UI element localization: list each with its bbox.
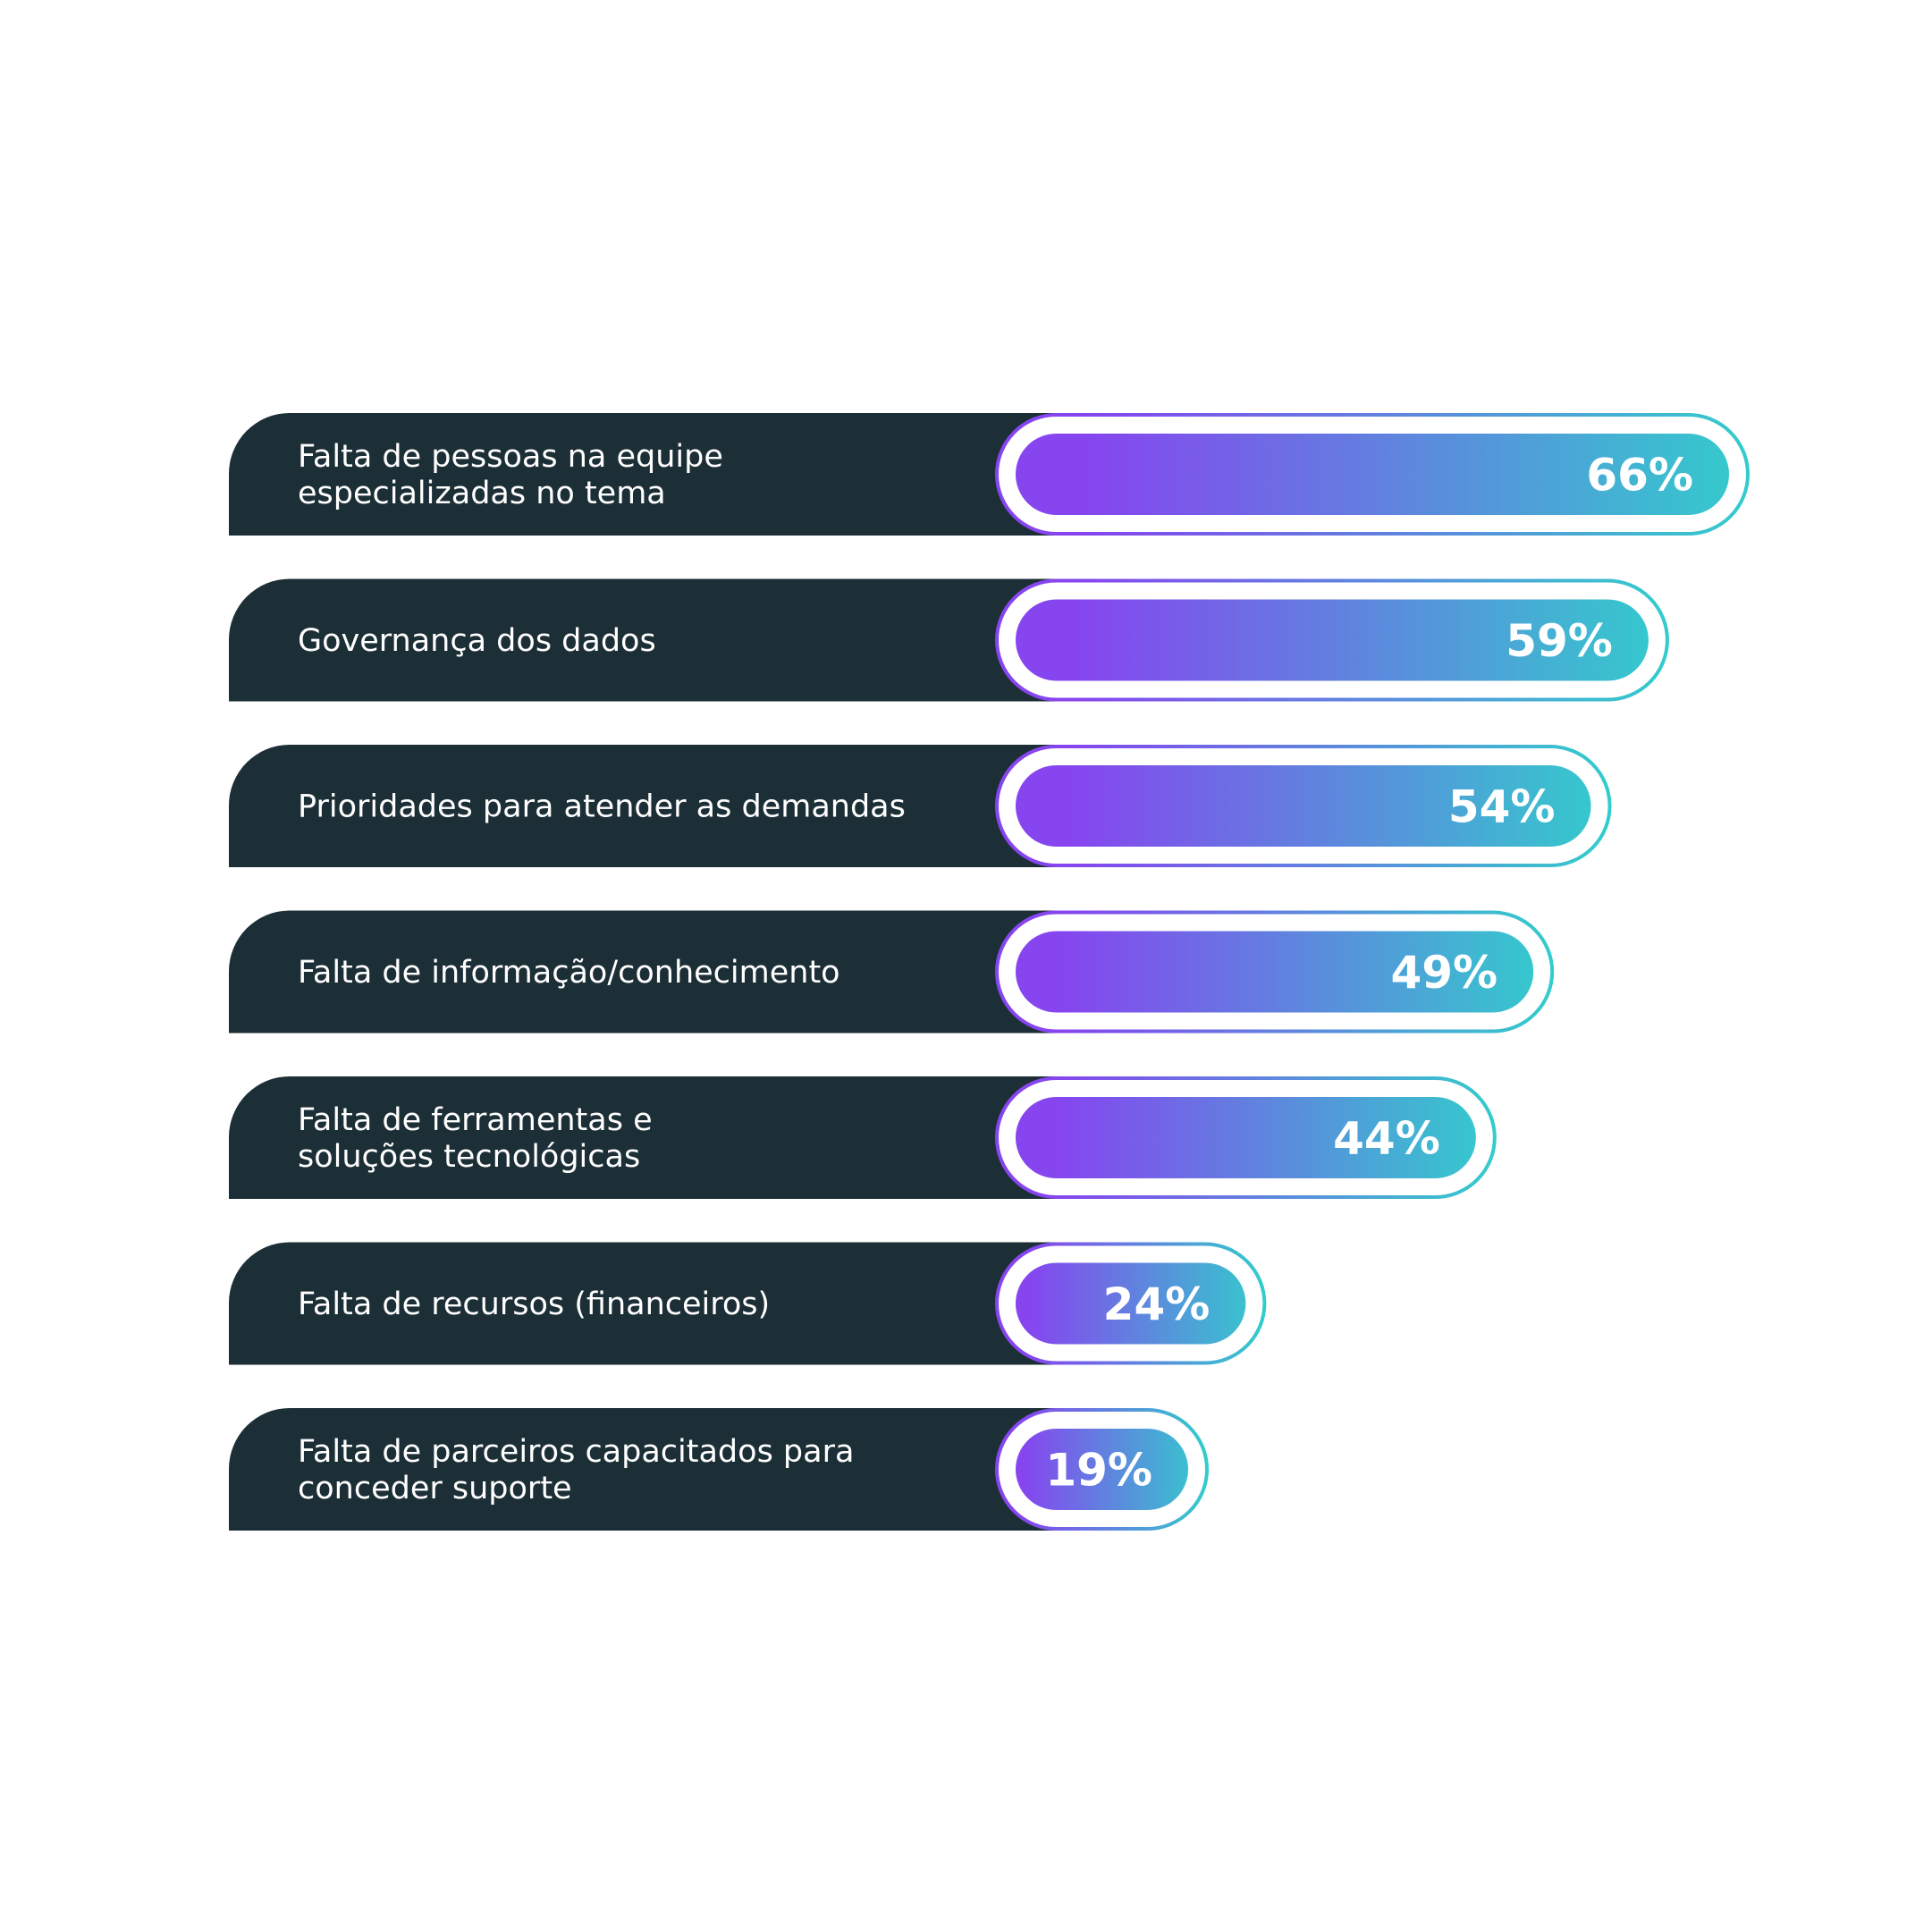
label-panel	[229, 1408, 1100, 1531]
bar	[1016, 1429, 1188, 1510]
value-label: 44%	[1333, 1113, 1440, 1165]
category-label-line: Falta de recursos (financeiros)	[298, 1287, 770, 1322]
label-panel	[229, 413, 1100, 536]
category-label-line: especializadas no tema	[298, 476, 666, 511]
category-label-line: Prioridades para atender as demandas	[298, 789, 906, 825]
bar-row: Governança dos dados 59%	[229, 578, 1669, 702]
bar	[1016, 1097, 1476, 1178]
label-panel	[229, 910, 1100, 1033]
label-panel	[229, 578, 1100, 702]
bar-row: Prioridades para atender as demandas 54%	[229, 745, 1612, 867]
category-label: Governança dos dados	[298, 623, 656, 659]
bar	[1016, 599, 1649, 681]
category-label-line: soluções tecnológicas	[298, 1139, 640, 1175]
value-label: 59%	[1506, 615, 1613, 667]
category-label: Falta de recursos (financeiros)	[298, 1287, 770, 1322]
value-label: 66%	[1586, 450, 1693, 502]
category-label-line: conceder suporte	[298, 1471, 572, 1506]
bar-row: Falta de recursos (financeiros) 24%	[229, 1242, 1267, 1365]
label-panel	[229, 1242, 1100, 1365]
category-label-line: Falta de parceiros capacitados para	[298, 1434, 854, 1470]
category-label-line: Governança dos dados	[298, 623, 656, 659]
bar-row: Falta de informação/conhecimento 49%	[229, 910, 1555, 1033]
category-label-line: Falta de pessoas na equipe	[298, 439, 723, 475]
category-label: Falta de informação/conhecimento	[298, 955, 840, 991]
category-label: Prioridades para atender as demandas	[298, 789, 906, 825]
bar	[1016, 765, 1591, 847]
label-panel	[229, 745, 1100, 867]
bar	[1016, 1262, 1246, 1345]
bar	[1016, 434, 1729, 515]
value-label: 49%	[1390, 947, 1498, 999]
bar	[1016, 931, 1534, 1013]
value-label: 54%	[1448, 781, 1556, 833]
value-label: 19%	[1045, 1445, 1152, 1497]
category-label-line: Falta de ferramentas e	[298, 1102, 653, 1138]
label-panel	[229, 1076, 1100, 1199]
category-label-line: Falta de informação/conhecimento	[298, 955, 840, 991]
value-label: 24%	[1103, 1278, 1211, 1330]
